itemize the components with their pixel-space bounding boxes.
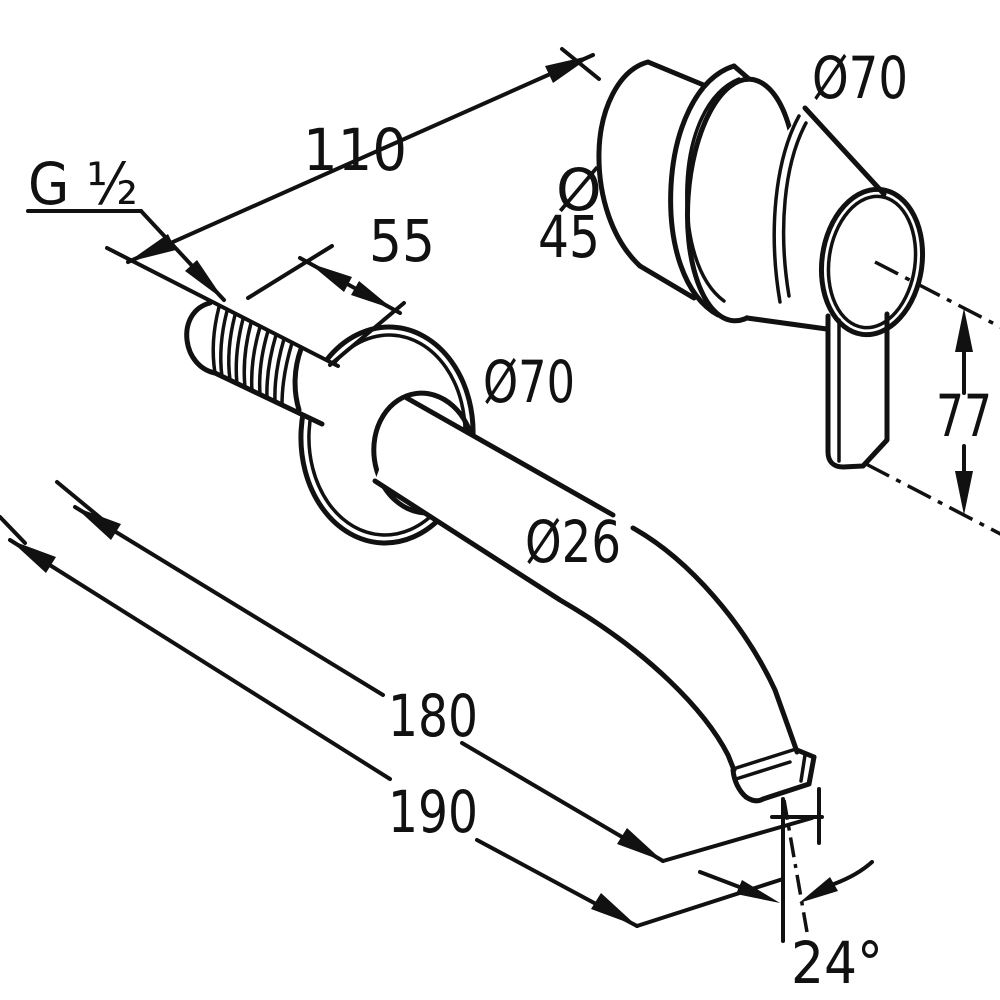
dim-110-line bbox=[126, 53, 595, 264]
body-top-edge bbox=[802, 105, 887, 197]
thread-top-edge-witness-line bbox=[105, 246, 340, 368]
outlet-reference-marks bbox=[770, 787, 824, 845]
spout-diameter-label: Ø26 bbox=[525, 508, 621, 576]
angle-axis-line bbox=[782, 799, 809, 933]
dim-110-label: 110 bbox=[303, 116, 407, 184]
dim-55: 55 bbox=[246, 207, 435, 367]
dim-110: 110 bbox=[126, 47, 601, 264]
valve-assembly bbox=[596, 59, 926, 470]
valve-flange-diameter-label: Ø70 bbox=[812, 44, 908, 112]
body-front-face-rim bbox=[826, 194, 918, 330]
spout-assembly bbox=[105, 246, 817, 804]
spout-upper-edge-1 bbox=[402, 394, 616, 518]
flange-back-rim bbox=[668, 63, 737, 318]
dim-24-angle: 24° bbox=[698, 797, 883, 997]
dim-77-arrow-down bbox=[955, 471, 973, 515]
dim-thread-size: G ½ bbox=[26, 150, 226, 302]
body-groove-line-2 bbox=[781, 121, 808, 298]
rear-body-back-arc bbox=[596, 59, 651, 269]
dim-77-arrow-up bbox=[955, 308, 973, 352]
dim-45: Ø 45 bbox=[538, 156, 602, 271]
spout-tube bbox=[372, 394, 817, 804]
valve-body-diameter-label: 45 bbox=[538, 203, 600, 271]
thread-end-cap bbox=[184, 300, 218, 376]
angle-arrow-left bbox=[736, 880, 780, 903]
dim-190-arrow-left bbox=[10, 540, 56, 573]
thread-leader-arrowhead bbox=[185, 260, 224, 300]
spout-lower-edge bbox=[372, 478, 737, 773]
dim-180: 180 bbox=[55, 480, 814, 863]
dim-55-label: 55 bbox=[369, 207, 435, 275]
dim-110-arrow-left bbox=[128, 234, 176, 262]
dim-55-arrow-right bbox=[351, 281, 393, 309]
spout-tube-body bbox=[375, 397, 814, 797]
dim-110-arrow-right bbox=[545, 55, 593, 83]
lever-outline bbox=[825, 311, 890, 470]
dim-55-arrow-left bbox=[309, 263, 352, 292]
handle-center-line-lower bbox=[865, 462, 1000, 536]
body-groove-line-1 bbox=[772, 114, 801, 304]
thread-pipe bbox=[105, 246, 345, 430]
spout-upper-edge-2 bbox=[630, 525, 800, 755]
dim-190-label: 190 bbox=[388, 778, 478, 846]
dim-190: 190 bbox=[0, 515, 785, 928]
angle-arrow-right-tail bbox=[832, 860, 874, 886]
body-front-face bbox=[818, 186, 926, 338]
dim-77: 77 bbox=[865, 260, 1000, 536]
rear-body-bottom-edge bbox=[637, 263, 697, 301]
dim-24-label: 24° bbox=[791, 929, 883, 997]
valve-body-diameter-symbol: Ø bbox=[556, 156, 602, 224]
dim-55-witness-2 bbox=[328, 301, 406, 367]
aerator-tip bbox=[730, 747, 817, 804]
dim-190-extension bbox=[635, 877, 785, 928]
dim-180-arrow-left bbox=[75, 507, 121, 540]
dim-55-witness-1 bbox=[246, 244, 334, 300]
angle-arrow-left-tail bbox=[698, 870, 744, 890]
thread-size-label: G ½ bbox=[28, 150, 138, 218]
dim-180-arrow-right bbox=[617, 828, 663, 861]
dim-180-line-1 bbox=[73, 505, 385, 697]
thread-hatching bbox=[211, 305, 304, 413]
escutcheon-diameter-label: Ø70 bbox=[483, 348, 575, 416]
dim-110-witness-tick bbox=[560, 47, 601, 81]
dim-180-witness-tick bbox=[55, 480, 105, 522]
dim-180-extension bbox=[661, 816, 814, 863]
dim-190-line-1 bbox=[8, 538, 392, 781]
thread-pipe-body bbox=[187, 303, 345, 430]
lever-handle bbox=[825, 311, 890, 470]
dim-190-arrow-right bbox=[591, 893, 637, 926]
dim-77-label: 77 bbox=[936, 382, 992, 450]
angle-arrow-right bbox=[799, 877, 838, 903]
thread-run-out bbox=[292, 346, 304, 413]
dim-190-witness-tick bbox=[0, 515, 27, 545]
dim-180-label: 180 bbox=[388, 682, 478, 750]
valve-flange bbox=[668, 63, 800, 324]
handle-center-line-upper bbox=[874, 260, 1000, 329]
body-bottom-edge bbox=[744, 315, 837, 333]
rear-body-top-edge bbox=[645, 59, 709, 89]
